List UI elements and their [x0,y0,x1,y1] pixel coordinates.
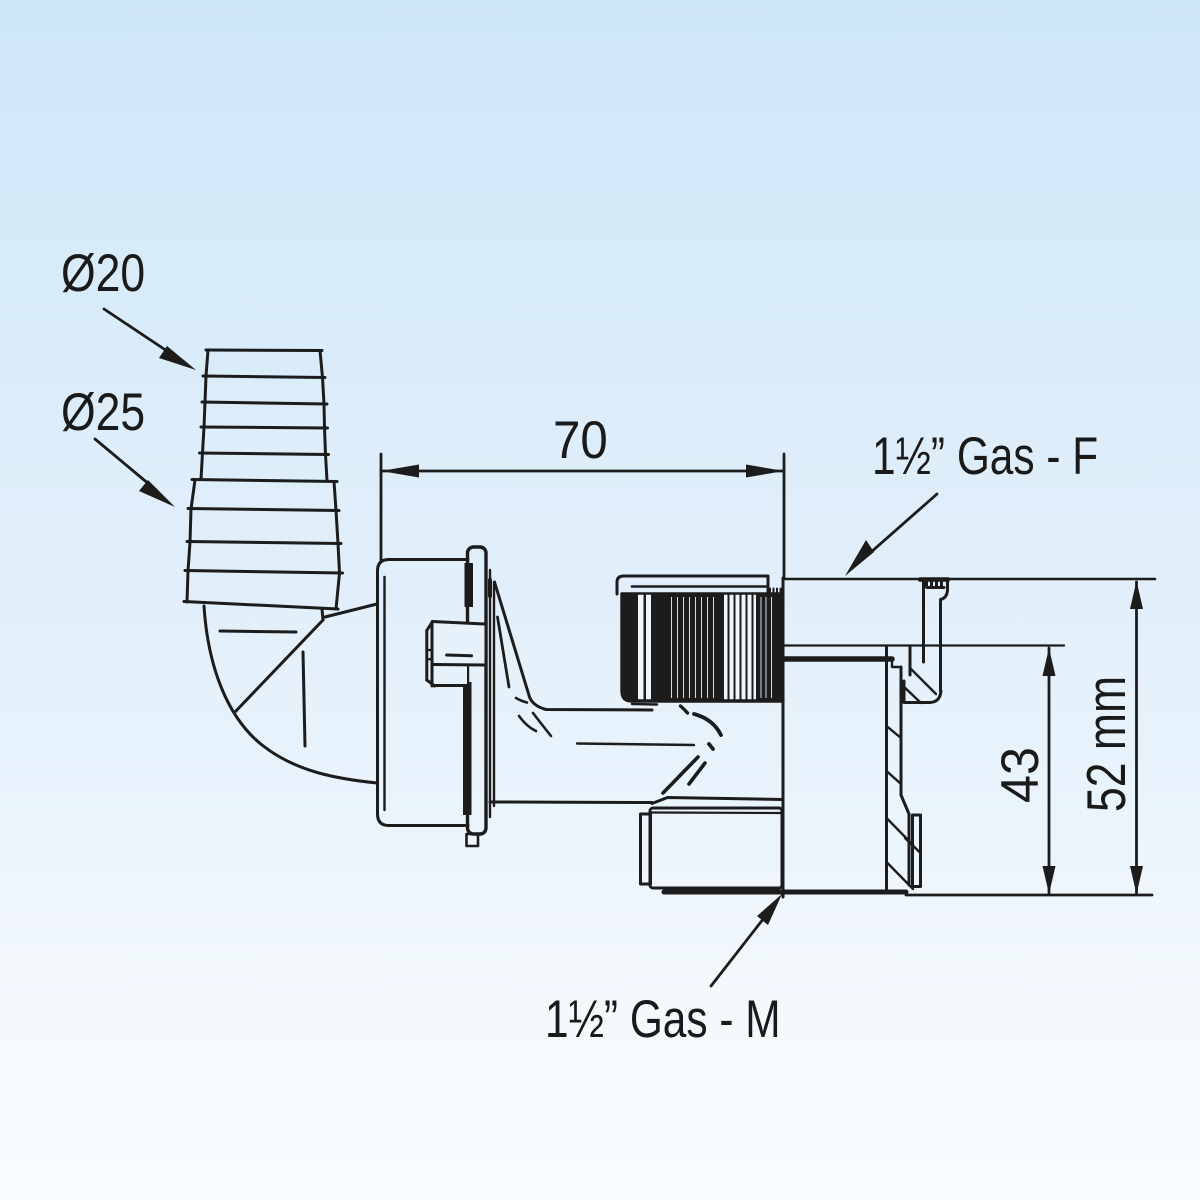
svg-text:Ø20: Ø20 [61,244,145,302]
svg-text:Ø25: Ø25 [61,383,145,441]
svg-text:52 mm: 52 mm [1076,676,1138,812]
svg-text:1½” Gas - F: 1½” Gas - F [872,428,1098,487]
svg-text:43: 43 [990,747,1049,803]
svg-text:1½” Gas - M: 1½” Gas - M [545,991,781,1050]
svg-text:70: 70 [553,410,608,469]
